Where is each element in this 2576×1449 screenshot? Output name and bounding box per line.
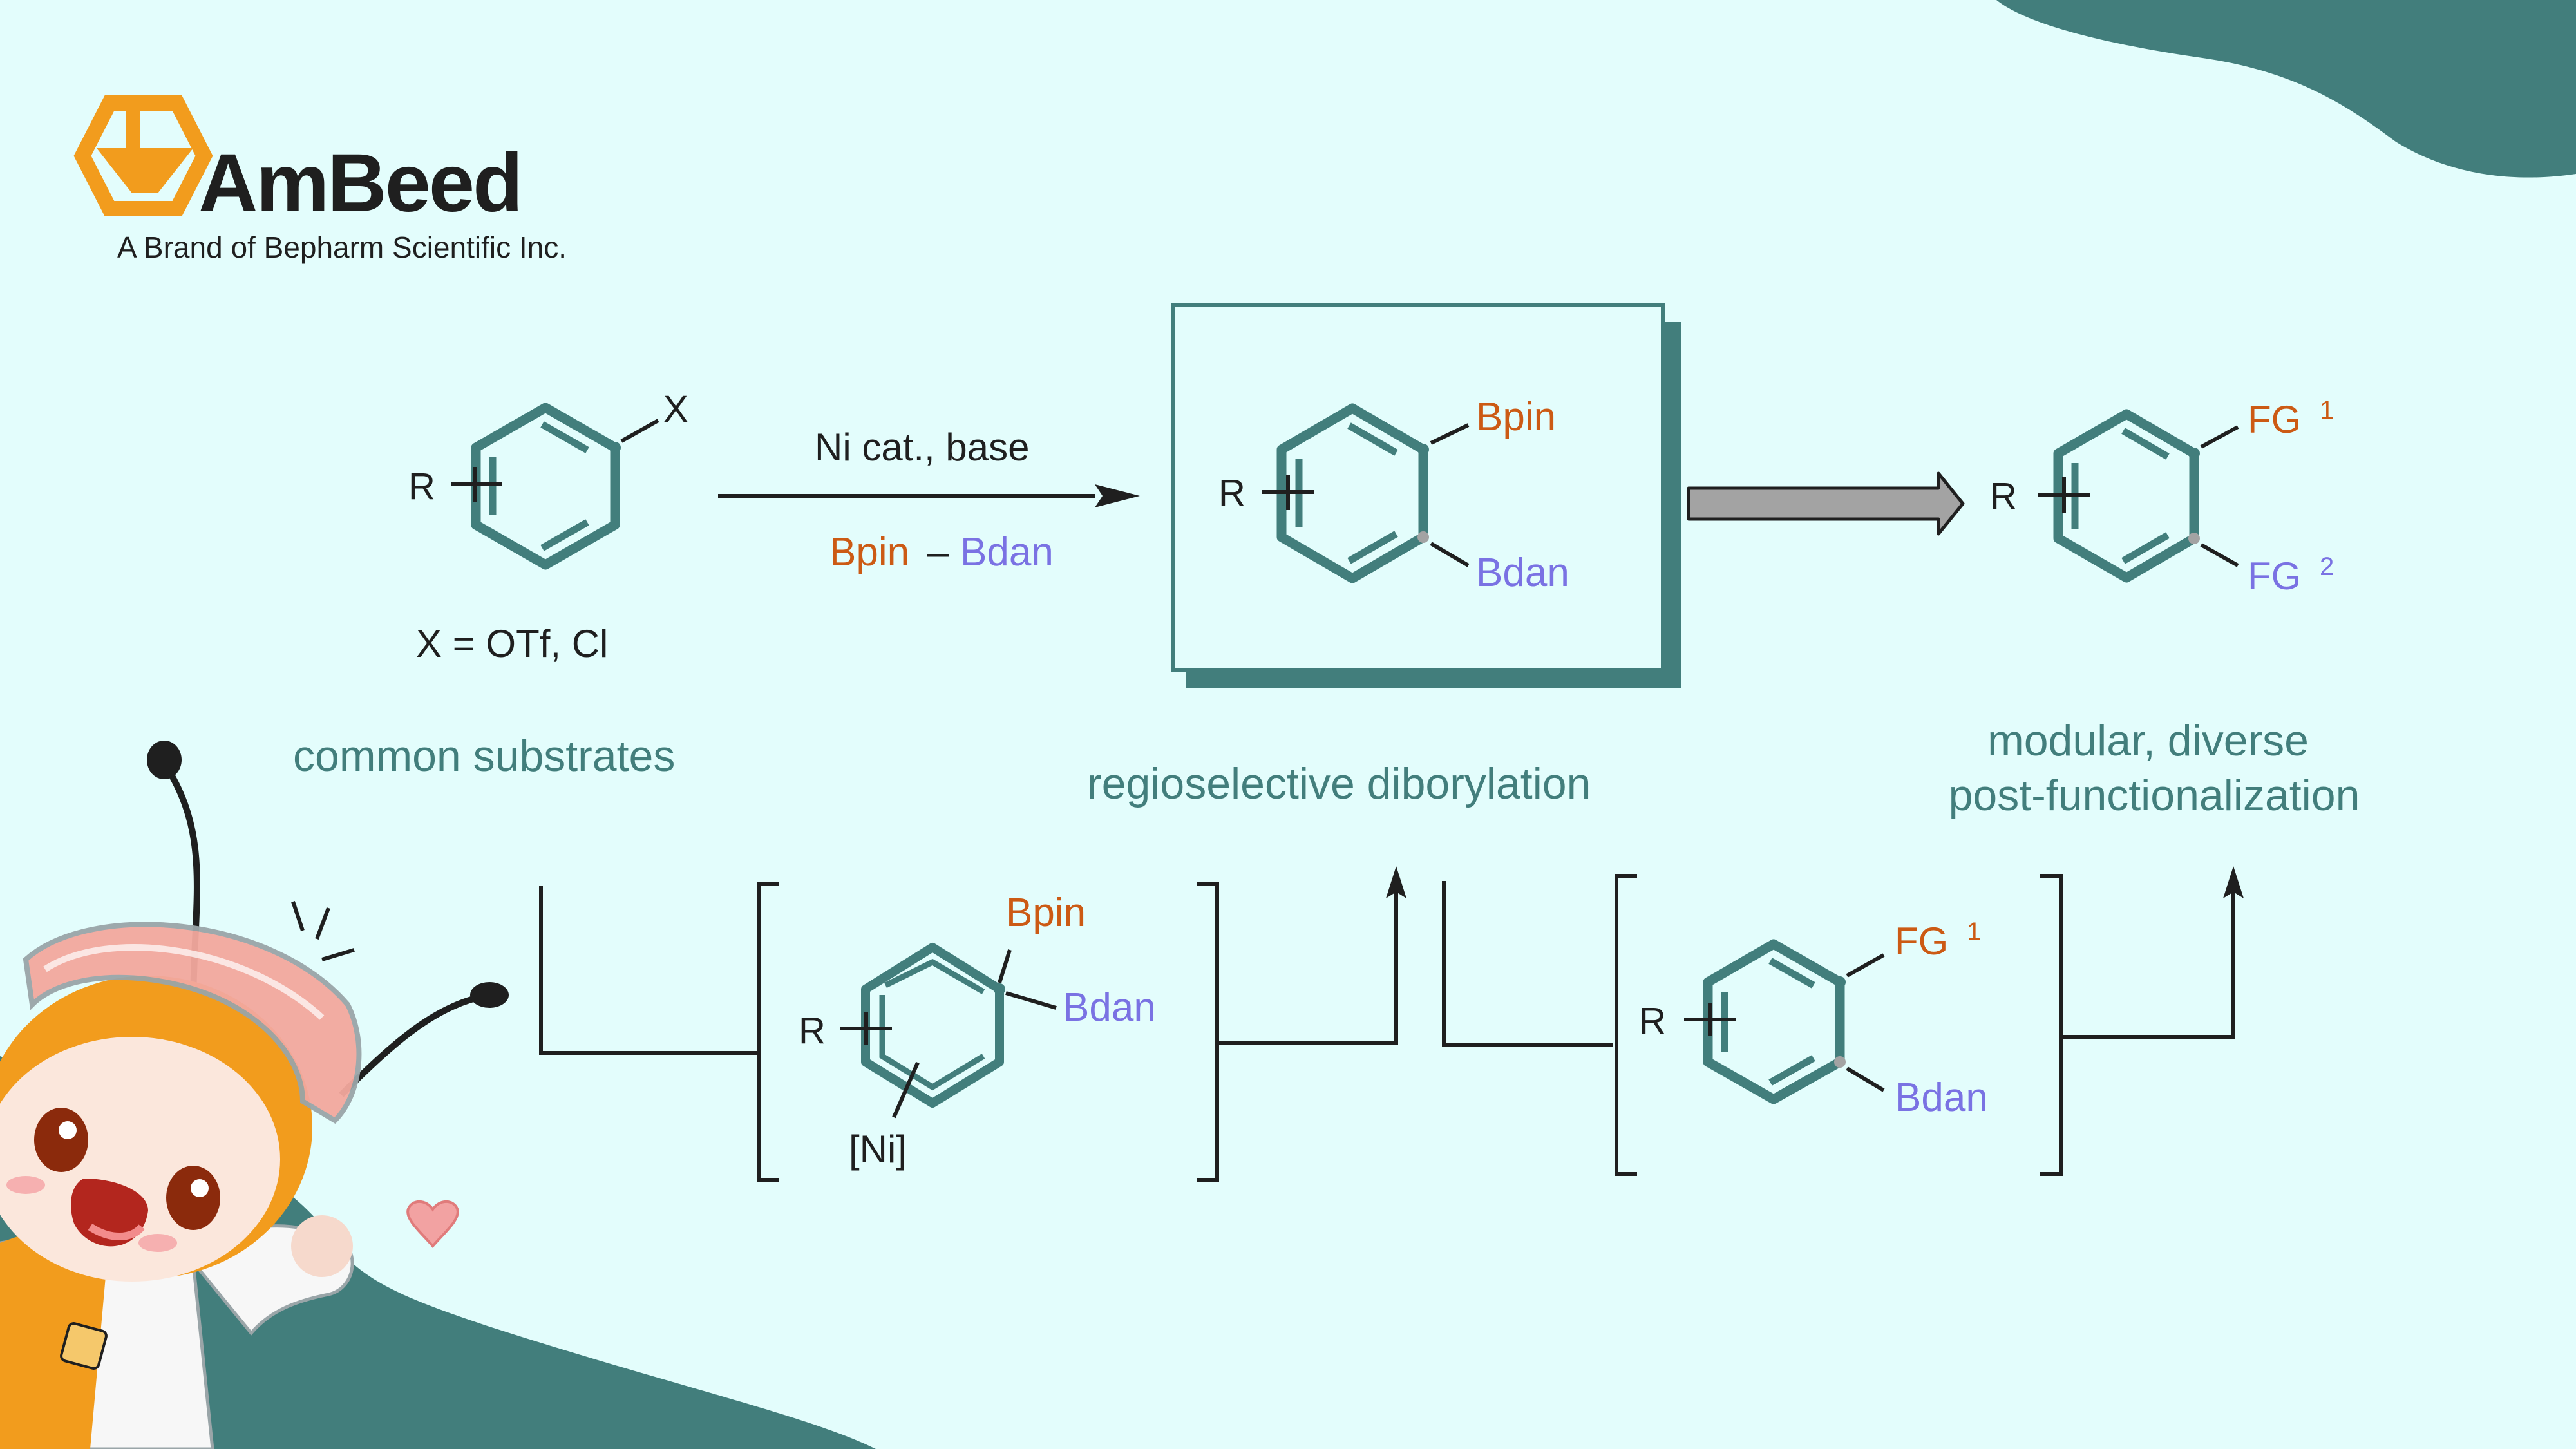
reagent-bpin: Bpin: [829, 530, 909, 574]
caption-functionalization: modular, diverse post-functionalization: [1949, 716, 2360, 820]
final-fg2-bond: [2200, 543, 2239, 567]
intermediate-ni-bond: [892, 1061, 920, 1119]
caption-functionalization-line2: post-functionalization: [1949, 771, 2360, 820]
intermediate-benzene-ring: [861, 943, 1004, 1108]
bee-scientist-mascot-icon: [0, 741, 509, 1449]
second-fg1-bond: [1846, 953, 1885, 978]
second-fg1-carbon-dot: [1834, 976, 1846, 988]
product-bpin-carbon-dot: [1417, 444, 1429, 455]
reagent-dash: –: [927, 530, 949, 574]
intermediate-bdan-label: Bdan: [1063, 985, 1156, 1030]
bracket-2-left: [1615, 874, 1637, 1176]
product-r-label: R: [1218, 472, 1245, 514]
substrate-r-label: R: [408, 466, 435, 507]
bracket-1-left: [757, 882, 779, 1182]
second-r-label: R: [1639, 1000, 1666, 1042]
final-fg2-superscript: 2: [2320, 553, 2334, 581]
reagent-bdan: Bdan: [960, 530, 1054, 574]
second-fg1-label: FG 1: [1895, 918, 1981, 963]
product-bdan-label: Bdan: [1476, 551, 1569, 595]
second-fg1-superscript: 1: [1967, 918, 1981, 946]
final-fg1-text: FG: [2248, 398, 2301, 441]
product-bpin-bond: [1430, 423, 1470, 445]
substrate-x-label: X: [663, 388, 688, 430]
second-fg1-text: FG: [1895, 920, 1948, 963]
final-fg1-carbon-dot: [2188, 448, 2200, 459]
bracket-2-right: [2040, 874, 2063, 1176]
product-bdan-bond: [1430, 542, 1470, 567]
final-fg1-label: FG 1: [2248, 396, 2334, 441]
product-bdan-carbon-dot: [1417, 531, 1429, 543]
second-benzene-ring: [1703, 939, 1845, 1104]
intermediate-bpin-bond: [998, 949, 1012, 983]
final-r-label: R: [1990, 475, 2017, 517]
reaction-arrow-head: [1095, 484, 1140, 507]
caption-diborylation: regioselective diborylation: [1087, 759, 1591, 808]
connector-arrow-head-1: [1386, 866, 1406, 898]
substrate-note: X = OTf, Cl: [416, 622, 608, 665]
intermediate-pi-complex-lines: [879, 958, 985, 1091]
brand-tagline: A Brand of Bepharm Scientific Inc.: [117, 231, 567, 264]
ambeed-logo-icon: [73, 95, 213, 216]
final-fg2-carbon-dot: [2188, 533, 2200, 544]
second-bdan-label: Bdan: [1895, 1075, 1988, 1120]
brand-name: AmBeed: [198, 137, 521, 229]
intermediate-r-label: R: [799, 1010, 826, 1052]
second-bdan-bond: [1846, 1066, 1885, 1092]
corner-blob-top-right: [1996, 0, 2576, 178]
substrate-reactive-carbon-dot: [609, 442, 621, 453]
reagent-diboron: Bpin – Bdan: [829, 530, 1054, 574]
connector-right-2: [2063, 886, 2235, 1039]
final-fg1-superscript: 1: [2320, 396, 2334, 424]
heart-icon: [406, 1200, 459, 1249]
intermediate-ni-label: [Ni]: [849, 1128, 907, 1171]
bracket-1-right: [1197, 882, 1219, 1182]
final-fg2-label: FG 2: [2248, 553, 2334, 598]
product-box: [1171, 303, 1665, 672]
connector-right-1: [1219, 886, 1398, 1045]
reagent-conditions: Ni cat., base: [815, 426, 1030, 469]
caption-functionalization-line1: modular, diverse: [1987, 716, 2309, 765]
caption-substrates: common substrates: [293, 732, 675, 781]
product-bpin-label: Bpin: [1476, 395, 1556, 439]
functionalization-arrow: [1687, 471, 1965, 536]
final-fg2-text: FG: [2248, 554, 2301, 598]
connector-left-2: [1442, 881, 1613, 1046]
connector-left-1: [539, 886, 757, 1055]
intermediate-bpin-label: Bpin: [1006, 891, 1086, 935]
second-bdan-carbon-dot: [1834, 1056, 1846, 1068]
intermediate-bdan-bond: [1005, 991, 1057, 1010]
final-fg1-bond: [2200, 425, 2239, 449]
substrate-x-bond: [620, 419, 659, 443]
connector-arrow-head-2: [2223, 866, 2244, 898]
intermediate-quaternary-carbon-dot: [994, 983, 1005, 995]
